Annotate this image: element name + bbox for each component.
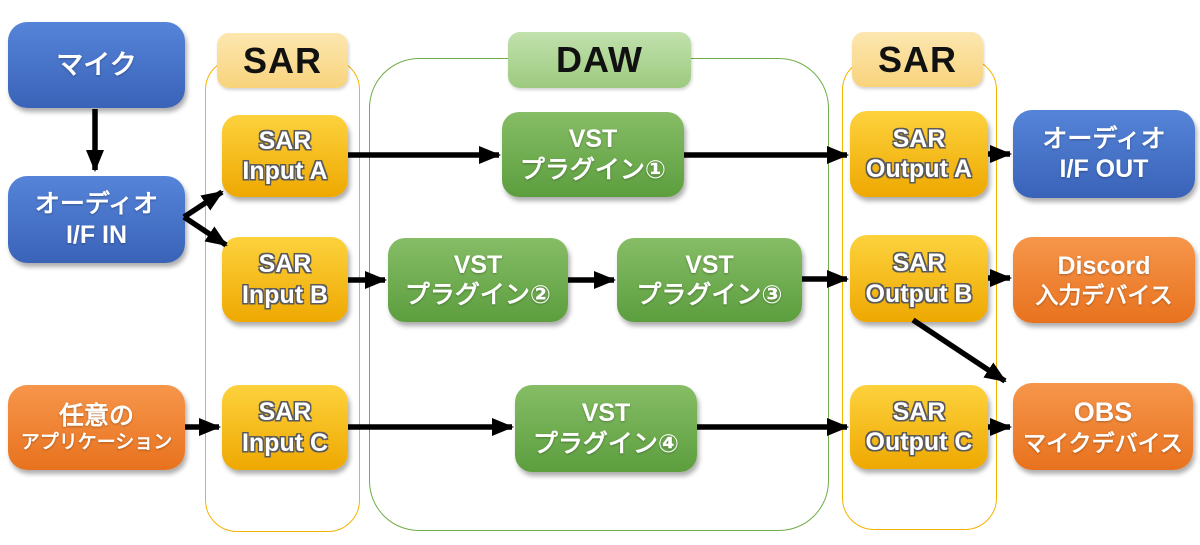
node-label: I/F IN xyxy=(65,220,128,249)
node-label: プラグイン④ xyxy=(532,429,680,458)
node-label: SAR xyxy=(258,126,312,155)
node-label: プラグイン③ xyxy=(636,281,783,309)
node-label: 入力デバイス xyxy=(1035,282,1173,309)
node-label: SAR xyxy=(258,398,312,426)
group-label-text: DAW xyxy=(556,39,643,80)
node-label: SAR xyxy=(892,124,946,153)
node-label: VST xyxy=(453,250,503,279)
node-label: Input A xyxy=(242,157,328,185)
node-label: Output C xyxy=(865,428,973,456)
group-label-text: SAR xyxy=(877,38,957,80)
node-label: Output A xyxy=(866,155,972,183)
node-label: マイク xyxy=(56,49,137,80)
node-label: VST xyxy=(581,399,631,427)
node-label: オーディオ xyxy=(1042,124,1166,153)
node-label: Output B xyxy=(865,279,973,308)
node-label: プラグイン① xyxy=(519,155,667,184)
node-label: Input C xyxy=(241,428,329,457)
node-label: OBS xyxy=(1073,397,1133,427)
group-label-sar-input: SAR xyxy=(217,33,348,88)
group-label-daw: DAW xyxy=(508,32,691,88)
node-label: SAR xyxy=(258,250,312,278)
group-label-text: SAR xyxy=(242,39,322,81)
node-label: アプリケーション xyxy=(20,432,173,454)
node-label: マイクデバイス xyxy=(1023,429,1183,456)
node-label: SAR xyxy=(892,397,946,426)
node-label: I/F OUT xyxy=(1059,155,1149,183)
group-label-sar-output: SAR xyxy=(852,32,983,87)
node-label: 任意の xyxy=(58,401,134,430)
node-label: VST xyxy=(685,250,734,279)
node-label: Input B xyxy=(241,280,329,309)
node-label: SAR xyxy=(892,249,946,277)
node-label: オーディオ xyxy=(34,190,159,218)
node-label: プラグイン② xyxy=(404,281,552,309)
node-label: VST xyxy=(568,125,618,153)
node-any-application: 任意のアプリケーション xyxy=(8,385,185,470)
node-label: Discord xyxy=(1057,251,1151,280)
node-mic: マイク xyxy=(8,22,185,108)
